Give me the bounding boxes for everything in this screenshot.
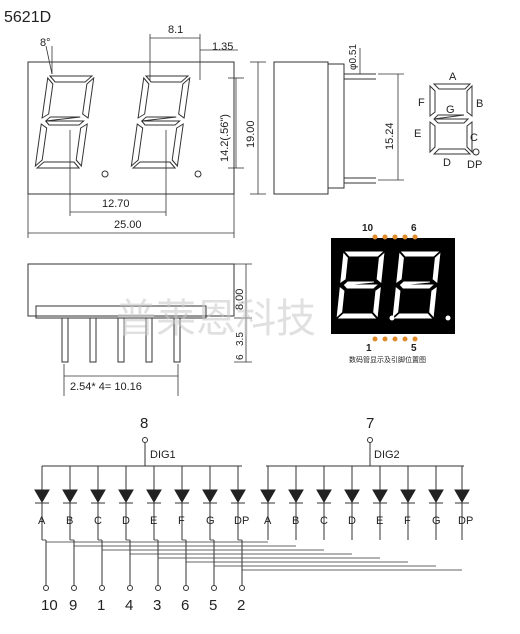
diode-label-3: C (94, 515, 102, 527)
width-label: 25.00 (114, 219, 142, 231)
diode-9: A (260, 466, 276, 540)
diode-label-15: G (432, 515, 441, 527)
diode-8: DP (230, 466, 249, 540)
diode-13: E (372, 466, 388, 540)
diode-14: F (400, 466, 416, 540)
diode-16: DP (454, 466, 473, 540)
diode-11: C (316, 466, 332, 540)
diode-label-7: G (206, 515, 215, 527)
diode-label-16: DP (458, 515, 473, 527)
front-view: 8° 8.1 1.35 14.2(.56") 19.00 12.70 25.00 (27, 24, 266, 238)
front-dp-2 (194, 170, 202, 178)
pin-len-b-label: 6 (235, 354, 246, 360)
angle-label: 8° (40, 37, 51, 49)
pin-number-4: 4 (125, 597, 133, 614)
diode-label-9: A (264, 515, 272, 527)
output-pins: 10 9 1 4 3 6 5 2 (41, 540, 245, 614)
diode-15: G (428, 466, 444, 540)
seg-label-f: F (418, 97, 425, 109)
diode-1: A (34, 466, 50, 540)
diode-10: B (288, 466, 304, 540)
seg-label-c: C (470, 132, 478, 144)
front-digit-2 (130, 75, 191, 169)
photo-digit-1 (336, 251, 385, 319)
seg-label-d: D (443, 157, 451, 169)
seg-label-g: G (446, 104, 455, 116)
photo-pin-6: 6 (411, 223, 417, 234)
display-photo: 10 6 1 5 数码管显示及引脚位置图 (331, 223, 455, 364)
diode-12: D (344, 466, 360, 540)
photo-pin-1: 1 (366, 343, 372, 354)
diode-label-14: F (404, 515, 411, 527)
part-number: 5621D (4, 9, 51, 26)
digit-height-label: 14.2(.56") (219, 114, 231, 162)
diode-label-8: DP (234, 515, 249, 527)
common-pin-7: 7 (366, 415, 374, 432)
front-body-outline (27, 61, 235, 195)
photo-pin-5: 5 (411, 343, 417, 354)
diode-6: F (174, 466, 190, 540)
seg-label-e: E (414, 128, 421, 140)
pin-number-3: 3 (153, 597, 161, 614)
pin-view: 8.00 3.5 6 2.54* 4= 10.16 (27, 263, 252, 396)
pin-len-a-label: 3.5 (235, 332, 246, 346)
pin-number-10: 10 (41, 597, 58, 614)
side-height-label: 8.00 (234, 289, 246, 310)
diode-5: E (146, 466, 162, 540)
pin-pitch-label: 2.54* 4= 10.16 (70, 381, 142, 393)
pin-number-9: 9 (69, 597, 77, 614)
photo-pin-10: 10 (362, 223, 374, 234)
pin-number-6: 6 (181, 597, 189, 614)
watermark-text: 普莱恩科技 (116, 296, 316, 342)
pin-diameter-label: φ0.51 (348, 44, 359, 70)
circuit-diagram: 8 7 DIG1 DIG2 A B C D E F G DP A B C D E F G DP 10 9 1 4 3 6… (34, 415, 473, 614)
wiring (42, 539, 462, 571)
pitch-label: 8.1 (168, 24, 183, 36)
diode-label-5: E (150, 515, 157, 527)
diode-label-12: D (348, 515, 356, 527)
diode-4: D (118, 466, 134, 540)
seg-label-a: A (449, 71, 457, 83)
diode-2: B (62, 466, 78, 540)
diode-7: G (202, 466, 218, 540)
diode-label-10: B (292, 515, 299, 527)
diode-row: A B C D E F G DP A B C D E F G DP (34, 466, 473, 540)
dig2-label: DIG2 (374, 449, 400, 461)
pin-number-2: 2 (237, 597, 245, 614)
diode-label-6: F (178, 515, 185, 527)
diode-label-4: D (122, 515, 130, 527)
diode-label-2: B (66, 515, 73, 527)
pin-number-1: 1 (97, 597, 105, 614)
diode-label-1: A (38, 515, 46, 527)
side-body-outline (273, 61, 329, 195)
segment-diagram: A B C D E F G DP (414, 71, 483, 171)
diode-3: C (90, 466, 106, 540)
diode-label-13: E (376, 515, 383, 527)
side-view: φ0.51 15.24 (273, 44, 404, 195)
common-pin-8: 8 (140, 415, 148, 432)
diode-label-11: C (320, 515, 328, 527)
seg-label-b: B (476, 98, 483, 110)
dig1-label: DIG1 (150, 449, 176, 461)
front-dp-1 (101, 170, 109, 178)
front-digit-1 (34, 75, 95, 169)
pin-number-5: 5 (209, 597, 217, 614)
photo-digit-2 (392, 251, 441, 319)
seg-width-label: 1.35 (212, 41, 233, 53)
pin-row-spacing-label: 15.24 (384, 122, 396, 150)
height-label: 19.00 (245, 120, 257, 148)
digit-spacing-label: 12.70 (102, 198, 130, 210)
photo-caption: 数码管显示及引脚位置图 (349, 355, 426, 364)
seg-label-dp: DP (467, 159, 482, 171)
